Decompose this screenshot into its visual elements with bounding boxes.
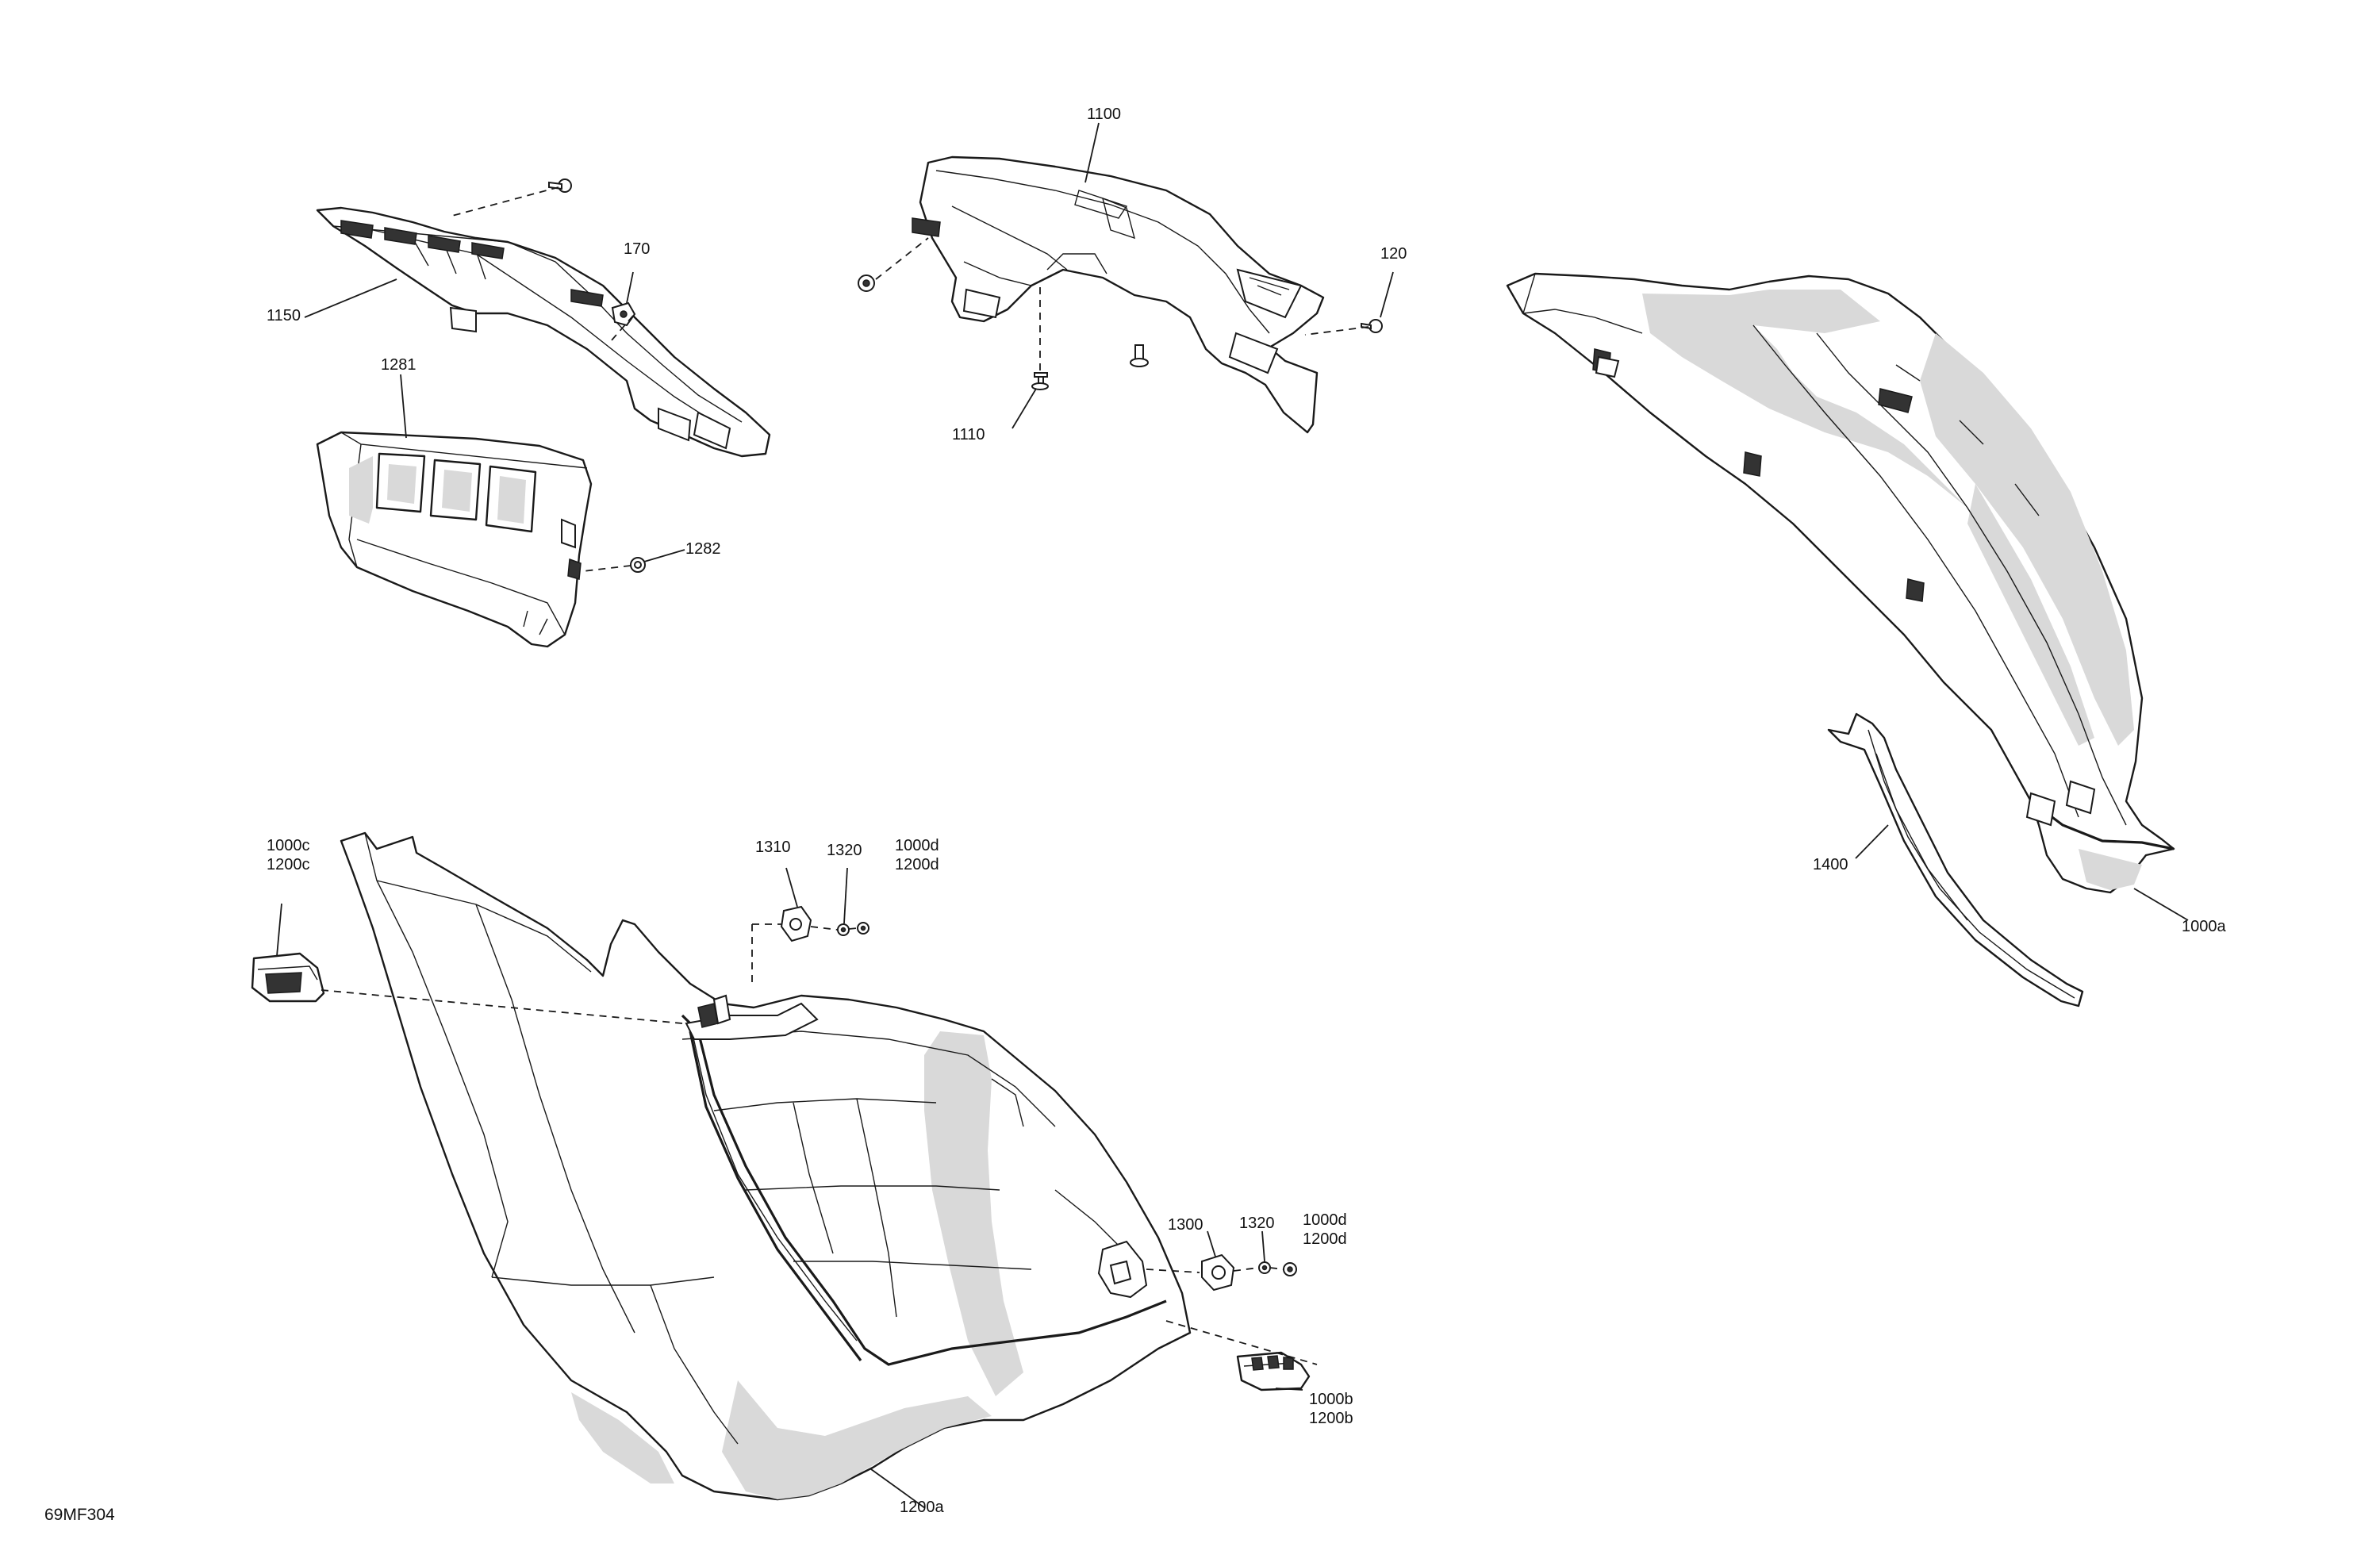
fastener-1310 <box>780 905 812 942</box>
fastener-1300 <box>1201 1253 1235 1292</box>
callout-1200d-bottom: 1200d <box>1303 1230 1347 1248</box>
callout-170: 170 <box>624 240 651 258</box>
fastener-120 <box>1361 319 1383 333</box>
callout-1000b: 1000b <box>1309 1391 1353 1408</box>
callout-1000b-1200b: 1000b 1200b <box>1309 1390 1353 1428</box>
fastener-1110 <box>1031 372 1049 390</box>
part-1200a-lower-panel <box>340 831 1192 1501</box>
callout-1000d-bottom: 1000d <box>1303 1211 1347 1229</box>
callout-1320-top: 1320 <box>827 842 862 859</box>
part-1000a-side-panel <box>1506 272 2175 894</box>
part-1000c-clip <box>251 952 325 1003</box>
callout-1110: 1110 <box>952 426 985 443</box>
callout-1000c: 1000c <box>267 837 310 854</box>
callout-1320-bottom: 1320 <box>1239 1215 1275 1232</box>
part-1150-bracket <box>316 206 771 458</box>
part-1000b-clip <box>1236 1351 1311 1391</box>
fastener-1282 <box>630 557 646 573</box>
callout-1200a: 1200a <box>900 1499 944 1516</box>
callout-1400: 1400 <box>1813 856 1848 873</box>
fastener-1000d-bottom <box>1283 1262 1297 1276</box>
callout-1310: 1310 <box>755 839 791 856</box>
diagram-code: 69MF304 <box>44 1506 115 1524</box>
fastener-1100-left <box>858 274 875 292</box>
assembly-lines <box>321 186 1369 1365</box>
part-1400-trim-strip <box>1827 712 2084 1008</box>
callout-1000a: 1000a <box>2182 918 2226 935</box>
callout-1100: 1100 <box>1087 106 1122 123</box>
callout-1300: 1300 <box>1168 1216 1203 1234</box>
fastener-1000d-top <box>857 922 869 935</box>
callout-1281: 1281 <box>381 356 416 374</box>
part-1100-upper-cover <box>912 155 1325 434</box>
callout-1282: 1282 <box>685 540 721 558</box>
callout-120: 120 <box>1380 245 1407 263</box>
callout-1000c-1200c: 1000c 1200c <box>267 836 310 874</box>
callout-1200d-top: 1200d <box>895 856 939 873</box>
leader-lines <box>276 122 2189 1509</box>
callout-1200c: 1200c <box>267 856 310 873</box>
callout-1150: 1150 <box>267 307 301 324</box>
fastener-1320-top <box>837 923 850 936</box>
callout-1000d-1200d-bottom: 1000d 1200d <box>1303 1211 1347 1249</box>
callout-1000d-1200d-top: 1000d 1200d <box>895 836 939 874</box>
fastener-1100-middle <box>1130 344 1149 367</box>
fastener-1320-bottom <box>1258 1261 1271 1274</box>
part-1281-vent-grille <box>316 431 593 648</box>
callout-1200b: 1200b <box>1309 1410 1353 1427</box>
fastener-screw-top-1150 <box>548 178 572 193</box>
callout-1000d-top: 1000d <box>895 837 939 854</box>
